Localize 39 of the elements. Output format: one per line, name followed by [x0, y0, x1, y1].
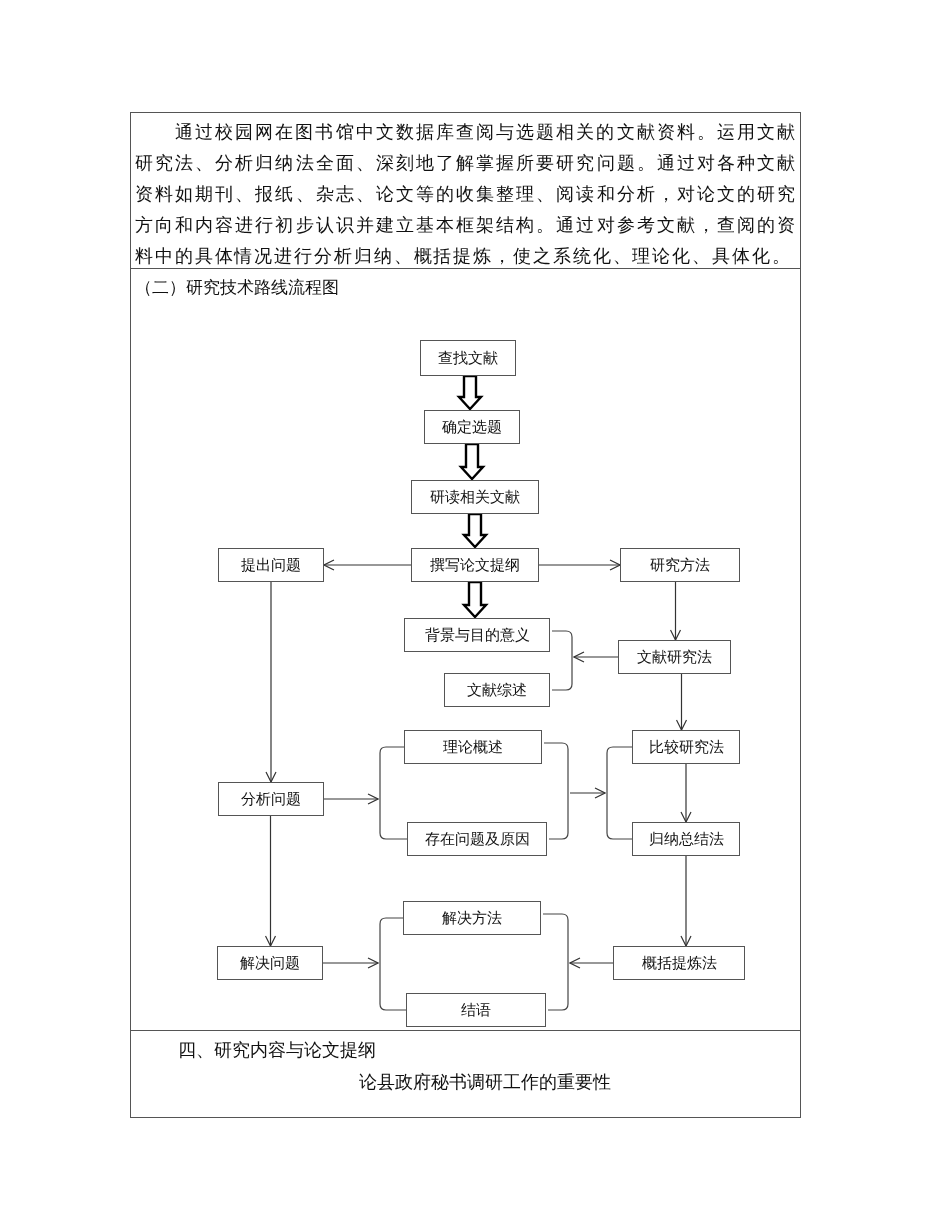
arrow [680, 763, 692, 823]
process-box: 撰写论文提纲 [411, 548, 539, 582]
arrow [569, 787, 606, 799]
arrow [538, 559, 621, 571]
process-box: 查找文献 [420, 340, 516, 376]
arrow [265, 581, 277, 783]
process-box: 比较研究法 [632, 730, 740, 764]
arrow [569, 957, 614, 969]
arrow [675, 673, 688, 731]
arrow [680, 855, 692, 947]
arrow [323, 559, 412, 571]
process-box: 归纳总结法 [632, 822, 740, 856]
process-box: 结语 [406, 993, 546, 1027]
hollow-arrow [458, 442, 486, 481]
hollow-arrow [461, 512, 489, 549]
section-heading: （二）研究技术路线流程图 [135, 277, 339, 299]
process-box: 研究方法 [620, 548, 740, 582]
hollow-arrow [456, 374, 484, 411]
process-box: 解决问题 [217, 946, 323, 980]
section-heading: 四、研究内容与论文提纲 [178, 1039, 376, 1062]
arrow [669, 581, 682, 641]
process-box: 研读相关文献 [411, 480, 539, 514]
hollow-arrow [461, 580, 489, 619]
process-box: 解决方法 [403, 901, 541, 935]
arrow [323, 793, 379, 805]
process-box: 文献综述 [444, 673, 550, 707]
process-box: 背景与目的意义 [404, 618, 550, 652]
process-box: 提出问题 [218, 548, 324, 582]
process-box: 分析问题 [218, 782, 324, 816]
process-box: 文献研究法 [618, 640, 731, 674]
paragraph: 通过校园网在图书馆中文数据库查阅与选题相关的文献资料。运用文献研究法、分析归纳法全面、深刻地了解掌握所要研究问题。通过对各种文献资料如期刊、报纸、杂志、论文等的收集整理、阅读和分析，对论文的研究方向和内容进行初步认识并建立基本框架结构。通过对参考文献，查阅的资料中的具体情况进行分析归纳、概括提炼，使之系统化、理论化、具体化。 [135, 121, 797, 268]
process-box: 确定选题 [424, 410, 520, 444]
process-box: 存在问题及原因 [407, 822, 547, 856]
arrow [264, 815, 277, 947]
arrow [573, 651, 619, 663]
process-box: 理论概述 [404, 730, 542, 764]
arrow [322, 957, 379, 969]
thesis-title: 论县政府秘书调研工作的重要性 [359, 1071, 611, 1094]
process-box: 概括提炼法 [613, 946, 745, 980]
